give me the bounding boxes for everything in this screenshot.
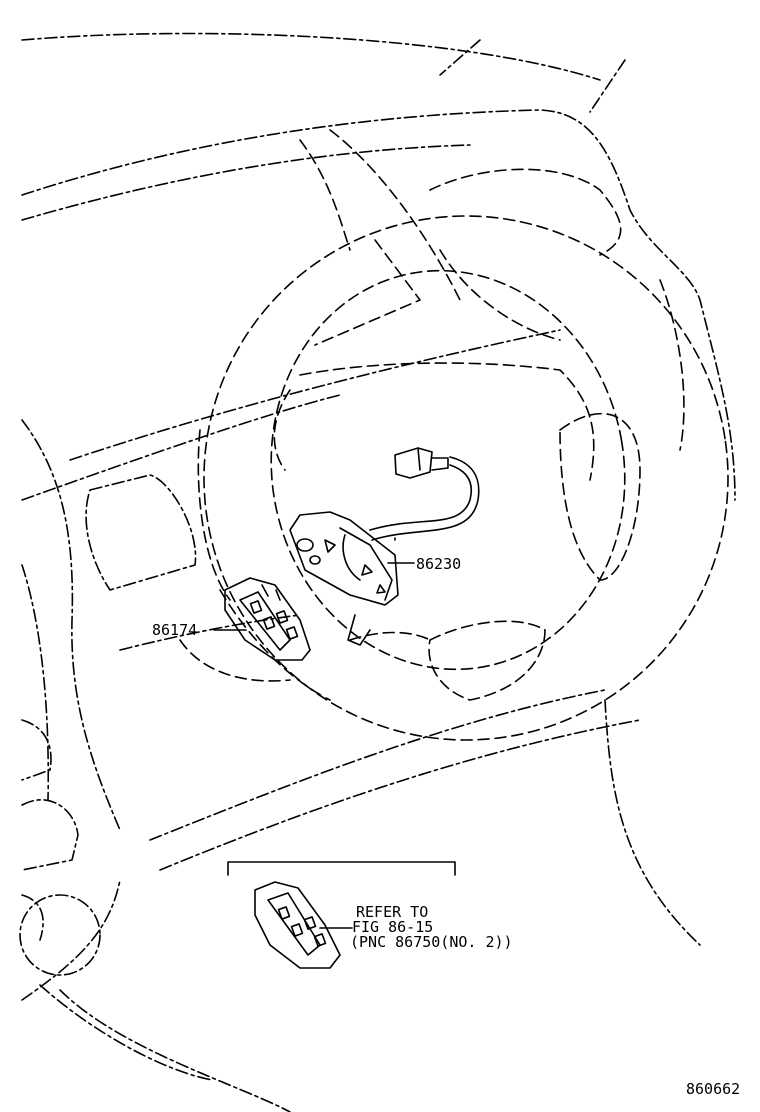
reference-line-3: (PNC 86750(NO. 2))	[350, 933, 513, 951]
callout-86174: 86174	[152, 621, 198, 639]
diagram-id: 860662	[686, 1080, 741, 1098]
steering-wheel	[179, 129, 729, 741]
switch-86174	[224, 577, 311, 661]
callout-86230: 86230	[416, 555, 462, 573]
reference-line-2: FIG 86-15	[352, 918, 434, 936]
reference-inset	[227, 861, 456, 969]
dashboard-outline	[19, 32, 736, 1112]
reference-line-1: REFER TO	[356, 903, 429, 921]
switch-assembly-86230	[289, 447, 480, 646]
